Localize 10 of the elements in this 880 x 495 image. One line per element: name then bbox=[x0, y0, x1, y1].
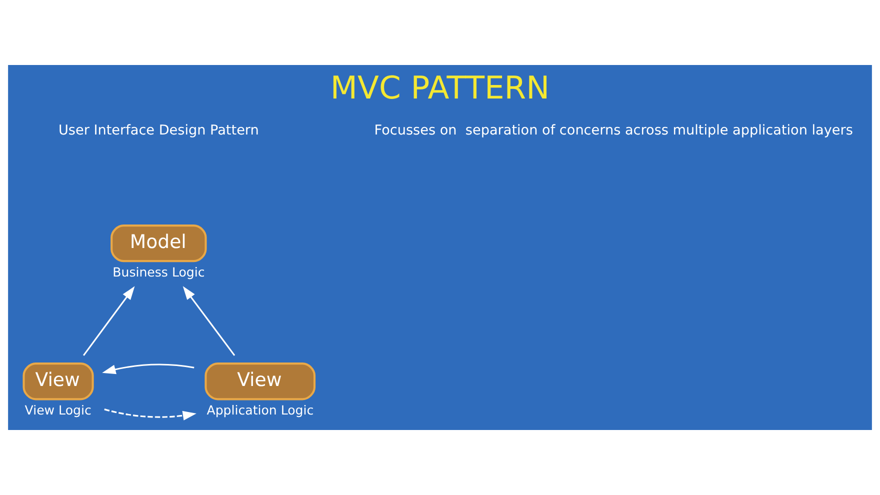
arrow bbox=[104, 408, 196, 420]
node-label: Application Logic bbox=[206, 402, 314, 418]
diagram-title: MVC PATTERN bbox=[330, 70, 550, 106]
label: Focusses on separation of concerns across multiple application layers bbox=[374, 122, 853, 138]
label: User Interface Design Pattern bbox=[58, 122, 259, 138]
node-label: Business Logic bbox=[112, 264, 205, 280]
node-label: View Logic bbox=[24, 402, 92, 418]
arrow bbox=[102, 364, 194, 374]
arrow bbox=[182, 286, 236, 356]
arrow bbox=[82, 286, 135, 356]
